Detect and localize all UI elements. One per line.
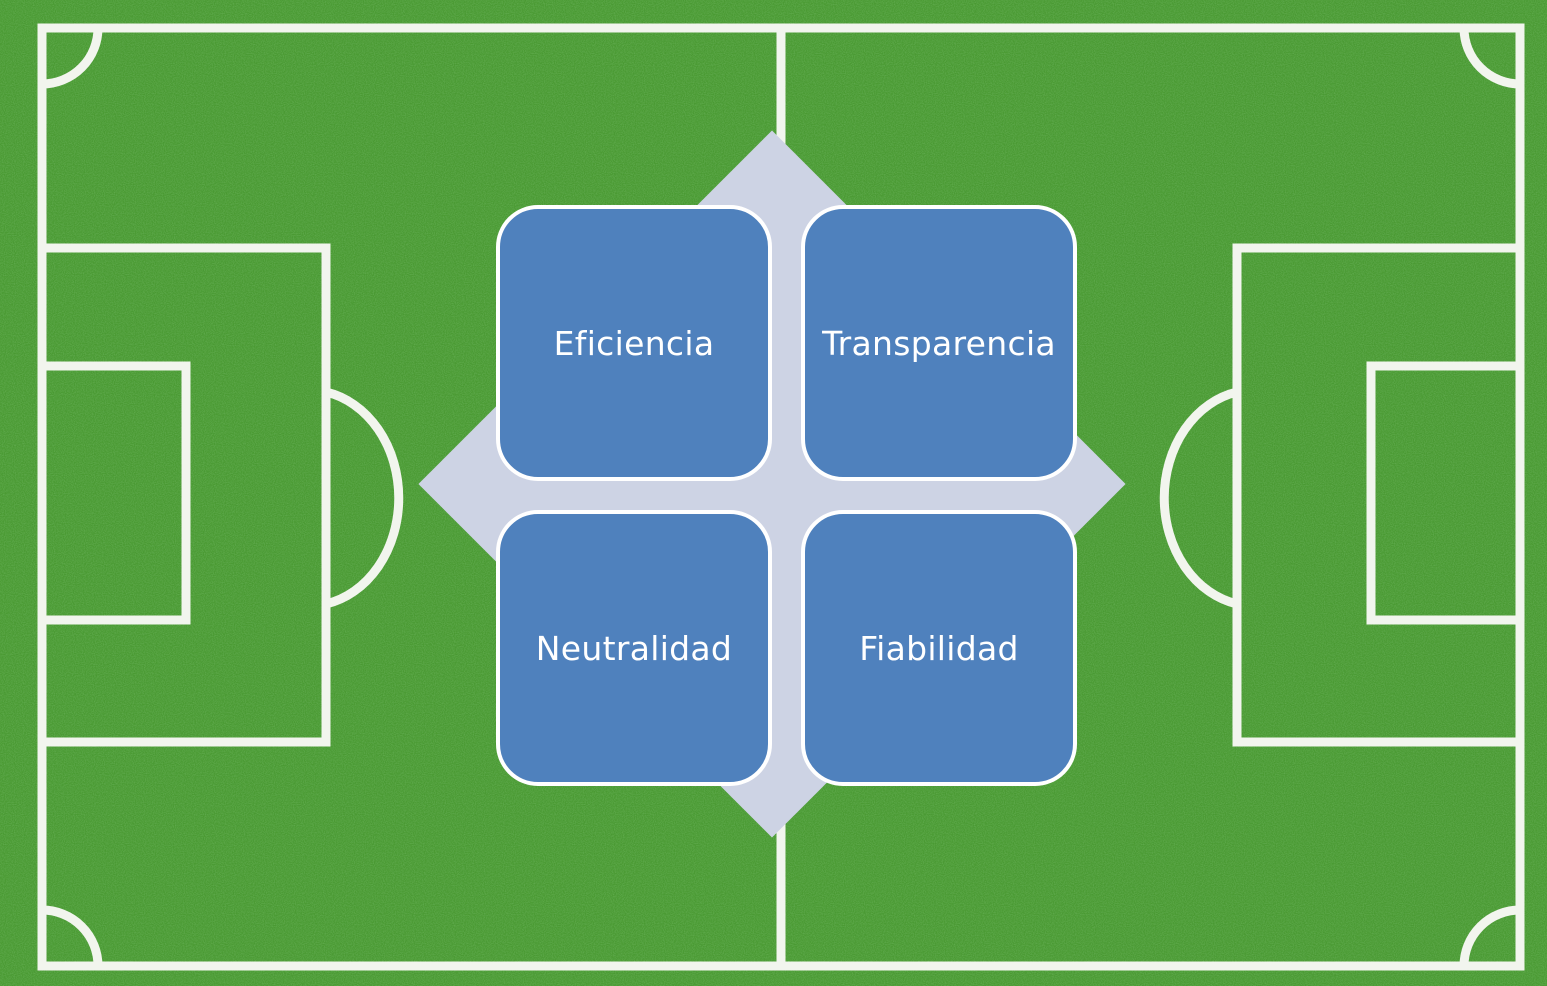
tile-label: Fiabilidad — [859, 628, 1019, 668]
corner-arc-bottom-right — [1459, 905, 1525, 971]
pitch-markings — [37, 23, 1525, 971]
corner-arc-top-left — [37, 23, 103, 89]
goal-area-left — [37, 361, 191, 625]
tile-eficiencia: Eficiencia — [496, 205, 772, 481]
tile-label: Eficiencia — [553, 323, 715, 363]
penalty-arc-left — [321, 387, 404, 609]
tile-neutralidad: Neutralidad — [496, 510, 772, 786]
tile-fiabilidad: Fiabilidad — [801, 510, 1077, 786]
corner-arc-top-right — [1459, 23, 1525, 89]
goal-area-right — [1366, 361, 1525, 625]
tile-label: Transparencia — [822, 323, 1056, 363]
tile-transparencia: Transparencia — [801, 205, 1077, 481]
penalty-arc-right — [1159, 387, 1242, 609]
corner-arc-bottom-left — [37, 905, 103, 971]
tile-label: Neutralidad — [535, 628, 733, 668]
